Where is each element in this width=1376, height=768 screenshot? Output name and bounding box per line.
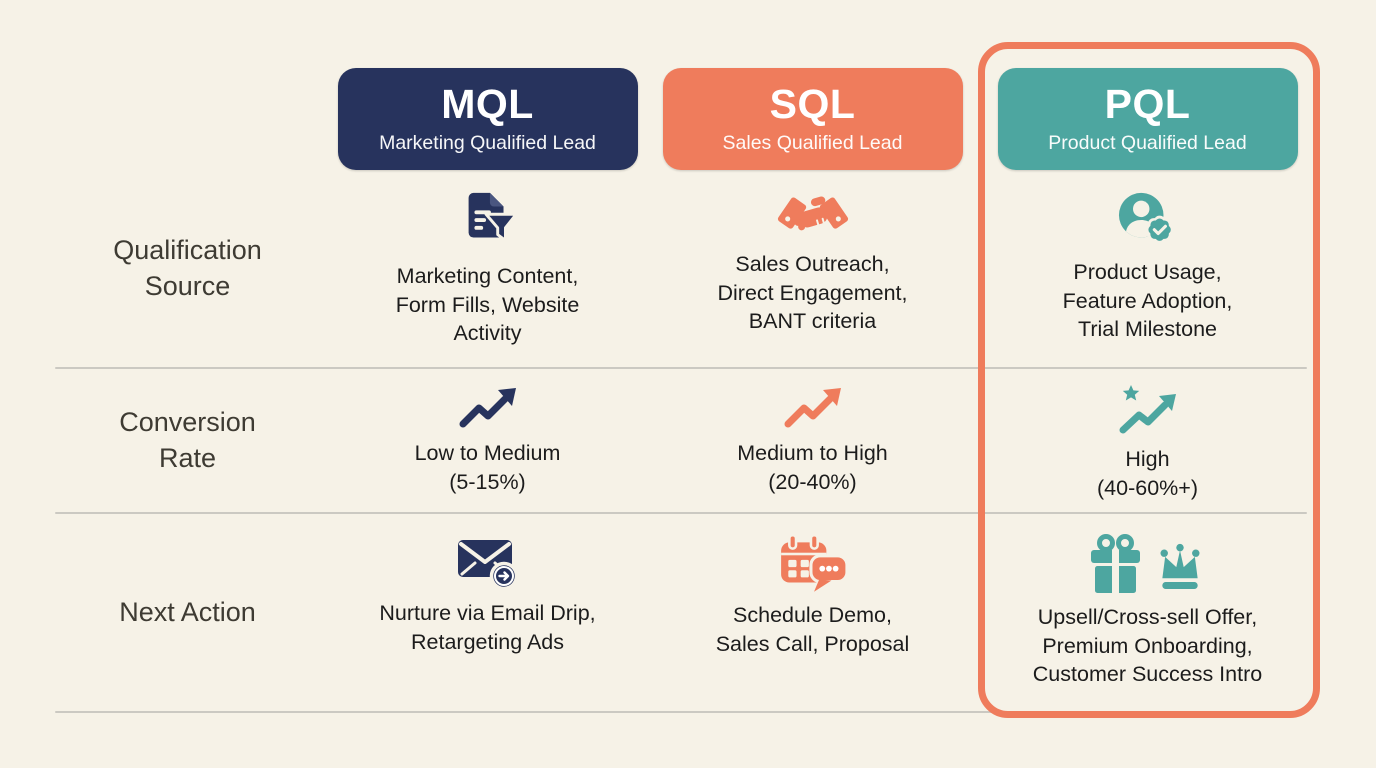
handshake-icon (776, 190, 850, 242)
cell-text: Low to Medium (5-15%) (414, 441, 561, 494)
sql-header-pill: SQL Sales Qualified Lead (662, 68, 963, 170)
email-forward-icon (455, 533, 521, 591)
trending-up-icon (457, 383, 519, 431)
cell-pql-qualification-source: Product Usage, Feature Adoption, Trial M… (985, 170, 1310, 368)
user-verified-icon (1116, 190, 1180, 250)
cell-sql-next-action: Schedule Demo, Sales Call, Proposal (640, 513, 985, 712)
row-label-qualification-source: Qualification Source (113, 235, 262, 301)
cell-mql-next-action: Nurture via Email Drip, Retargeting Ads (335, 513, 640, 712)
cell-sql-qualification-source: Sales Outreach, Direct Engagement, BANT … (640, 170, 985, 368)
mql-full-name: Marketing Qualified Lead (379, 131, 596, 154)
document-funnel-icon (456, 190, 520, 254)
row-label-conversion-rate: Conversion Rate (119, 406, 256, 473)
column-header-cell-mql: MQL Marketing Qualified Lead (335, 0, 640, 170)
cell-text: Nurture via Email Drip, Retargeting Ads (379, 601, 596, 654)
sql-abbr: SQL (769, 81, 856, 128)
row-divider-1 (55, 367, 1307, 369)
mql-abbr: MQL (441, 81, 534, 128)
cell-pql-next-action: Upsell/Cross-sell Offer, Premium Onboard… (985, 513, 1310, 712)
trending-up-star-icon (1115, 383, 1181, 437)
cell-mql-conversion-rate: Low to Medium (5-15%) (335, 368, 640, 513)
column-header-cell-sql: SQL Sales Qualified Lead (640, 0, 985, 170)
header-spacer (40, 0, 335, 170)
cell-text: Marketing Content, Form Fills, Website A… (395, 264, 580, 346)
crown-icon (1160, 543, 1199, 589)
sql-full-name: Sales Qualified Lead (722, 131, 903, 154)
pql-abbr: PQL (1104, 81, 1191, 128)
row-divider-3 (55, 711, 1307, 713)
cell-sql-conversion-rate: Medium to High (20-40%) (640, 368, 985, 513)
cell-text: Medium to High (20-40%) (737, 441, 888, 494)
mql-header-pill: MQL Marketing Qualified Lead (337, 68, 638, 170)
pql-header-pill: PQL Product Qualified Lead (997, 68, 1298, 170)
gift-icon (1090, 534, 1140, 593)
column-header-cell-pql: PQL Product Qualified Lead (985, 0, 1310, 170)
calendar-chat-icon (777, 533, 849, 593)
cell-text: High (40-60%+) (1097, 447, 1198, 500)
cell-pql-conversion-rate: High (40-60%+) (985, 368, 1310, 513)
trending-up-icon (782, 383, 844, 431)
row-divider-2 (55, 512, 1307, 514)
pql-full-name: Product Qualified Lead (1048, 131, 1247, 154)
row-label-next-action: Next Action (119, 596, 256, 627)
cell-text: Sales Outreach, Direct Engagement, BANT … (717, 252, 908, 334)
cell-text: Product Usage, Feature Adoption, Trial M… (1062, 260, 1233, 342)
cell-text: Schedule Demo, Sales Call, Proposal (715, 603, 910, 656)
cell-text: Upsell/Cross-sell Offer, Premium Onboard… (1032, 605, 1263, 687)
cell-mql-qualification-source: Marketing Content, Form Fills, Website A… (335, 170, 640, 368)
gift-crown-icon (1089, 533, 1207, 595)
comparison-grid: MQL Marketing Qualified Lead SQL Sales Q… (40, 0, 1310, 712)
